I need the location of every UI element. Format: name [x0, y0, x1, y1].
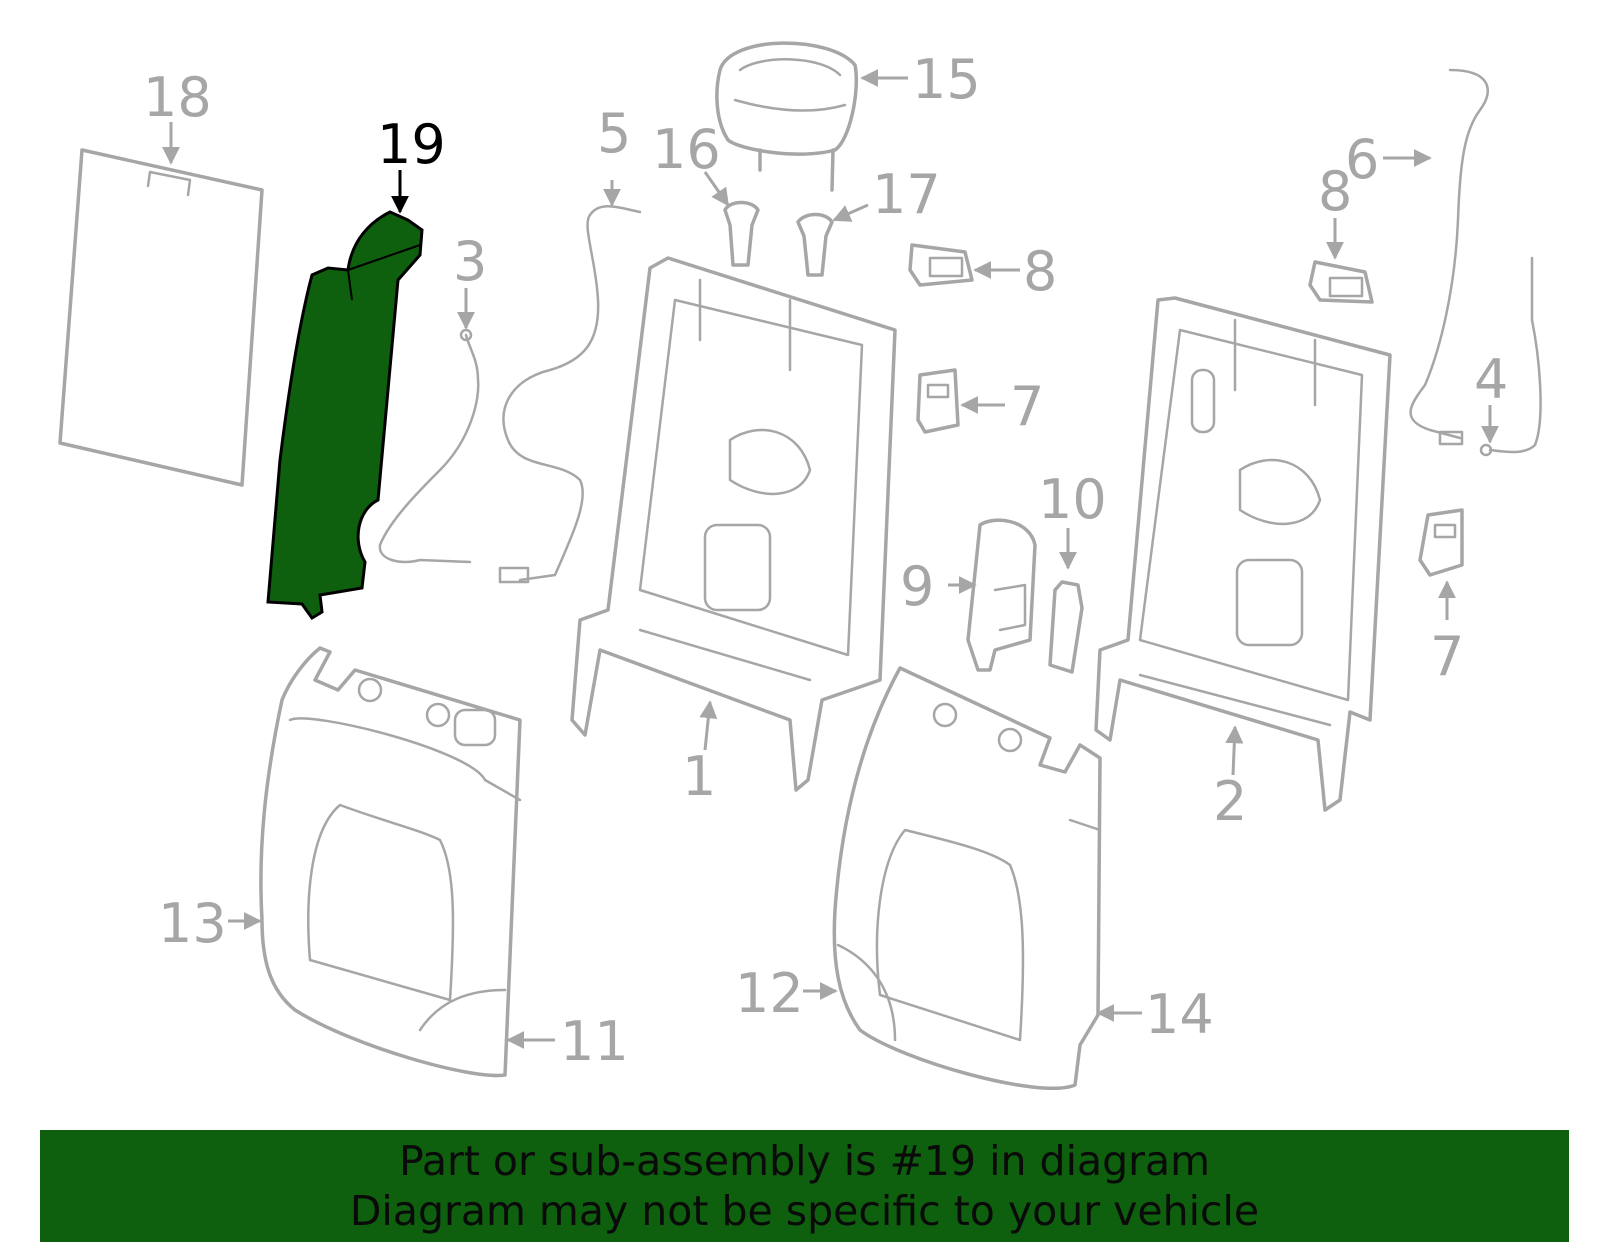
callout-13: 13 [158, 892, 227, 955]
part-10-bracket [1048, 580, 1084, 674]
part-7a-bezel [916, 368, 960, 434]
part-17-guide [796, 212, 834, 277]
part-6-cable [1409, 68, 1489, 446]
callout-1: 1 [682, 745, 716, 808]
callout-8b: 8 [1318, 160, 1352, 223]
callout-15: 15 [912, 48, 981, 111]
callout-labels: 18 19 3 5 16 17 15 8 7 6 8 4 7 9 10 1 2 … [143, 48, 1508, 1073]
callout-4: 4 [1474, 348, 1508, 411]
callout-12: 12 [735, 962, 804, 1025]
callout-7a: 7 [1010, 375, 1044, 438]
callout-10: 10 [1038, 468, 1107, 531]
callout-7b: 7 [1430, 625, 1464, 688]
callout-17: 17 [872, 163, 941, 226]
parts-diagram: 18 19 3 5 16 17 15 8 7 6 8 4 7 9 10 1 2 … [58, 41, 1542, 1090]
part-16-guide [723, 200, 760, 267]
part-11-13-seatback-cover [259, 646, 522, 1078]
part-1-seat-frame [570, 256, 897, 792]
part-4-cable [1479, 256, 1542, 457]
callout-2: 2 [1213, 770, 1247, 833]
callout-16: 16 [652, 118, 721, 181]
part-2-seat-frame [1094, 296, 1392, 812]
callout-14: 14 [1145, 983, 1214, 1046]
callout-19: 19 [377, 113, 446, 176]
banner-line-1: Part or sub-assembly is #19 in diagram [398, 1137, 1211, 1185]
banner-line-2: Diagram may not be specific to your vehi… [349, 1187, 1260, 1235]
callout-6: 6 [1345, 128, 1379, 191]
part-19-trim-panel [266, 210, 424, 620]
callout-8a: 8 [1023, 240, 1057, 303]
callout-11: 11 [560, 1010, 629, 1073]
callout-18: 18 [143, 66, 212, 129]
part-18-panel [58, 148, 264, 487]
part-15-headrest [715, 41, 859, 192]
callout-9: 9 [900, 555, 934, 618]
part-3-cable [378, 328, 480, 564]
part-8b-latch [1308, 260, 1374, 304]
callout-5: 5 [597, 102, 631, 165]
part-12-14-seatback-cover [832, 666, 1102, 1090]
info-banner: Part or sub-assembly is #19 in diagram D… [40, 1130, 1569, 1242]
callout-3: 3 [453, 230, 487, 293]
part-8a-latch [908, 243, 974, 287]
callout-lines [162, 69, 1499, 1049]
part-9-side-cover [966, 518, 1037, 672]
part-7b-bezel [1418, 508, 1464, 577]
